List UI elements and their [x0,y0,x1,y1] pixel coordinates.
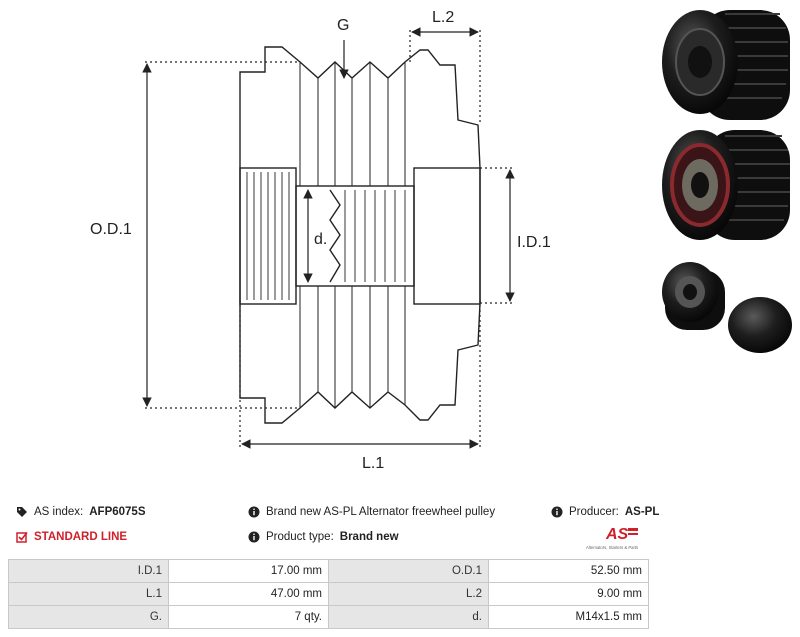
spec-label: O.D.1 [328,559,489,583]
hub-right [413,167,481,305]
info-icon [551,506,563,518]
spec-value: 7 qty. [168,605,329,629]
spec-label: G. [8,605,169,629]
spec-label: d. [328,605,489,629]
as-index-value: AFP6075S [89,506,146,518]
table-row: I.D.1 17.00 mm O.D.1 52.50 mm [8,559,649,583]
label-id1: I.D.1 [517,234,551,251]
label-l1: L.1 [362,455,384,472]
spec-value: M14x1.5 mm [488,605,649,629]
svg-text:Alternators, Starters & Parts: Alternators, Starters & Parts [586,545,638,550]
info-icon [248,506,260,518]
pulley-outline [239,46,481,424]
description: Brand new AS-PL Alternator freewheel pul… [248,506,495,518]
label-g: G [337,17,349,34]
pulley-photo-front [662,10,790,120]
svg-text:AS: AS [605,526,629,543]
standard-line-label: STANDARD LINE [34,531,128,543]
table-row: L.1 47.00 mm L.2 9.00 mm [8,582,649,606]
spec-value: 17.00 mm [168,559,329,583]
product-photos [662,10,792,353]
producer-value: AS-PL [624,506,660,518]
spec-label: L.2 [328,582,489,606]
standard-line: STANDARD LINE [16,531,127,543]
tag-icon [16,506,28,518]
technical-drawing: G L.2 O.D.1 d. I.D.1 L.1 [90,9,551,472]
pulley-photo-rear [662,130,790,240]
spec-value: 52.50 mm [488,559,649,583]
producer: Producer: AS-PL [551,506,659,518]
pulley-photo-with-cap [662,262,792,353]
as-index-label: AS index: [34,506,84,518]
info-icon [248,531,260,543]
label-d: d. [314,231,327,248]
as-index: AS index: AFP6075S [16,506,146,518]
as-pl-logo: AS Alternators, Starters & Parts [586,526,638,550]
label-l2: L.2 [432,9,454,26]
checkbox-icon [16,531,28,543]
product-info: AS index: AFP6075S STANDARD LINE Brand n… [0,500,800,560]
description-text: Brand new AS-PL Alternator freewheel pul… [266,506,496,518]
table-row: G. 7 qty. d. M14x1.5 mm [8,605,649,629]
product-type-label: Product type: [266,531,334,543]
specs-table: I.D.1 17.00 mm O.D.1 52.50 mm L.1 47.00 … [8,559,649,629]
label-od1: O.D.1 [90,221,132,238]
spec-value: 47.00 mm [168,582,329,606]
spec-label: L.1 [8,582,169,606]
producer-label: Producer: [569,506,619,518]
spec-label: I.D.1 [8,559,169,583]
product-type: Product type: Brand new [248,531,399,543]
spec-value: 9.00 mm [488,582,649,606]
product-type-value: Brand new [339,531,399,543]
